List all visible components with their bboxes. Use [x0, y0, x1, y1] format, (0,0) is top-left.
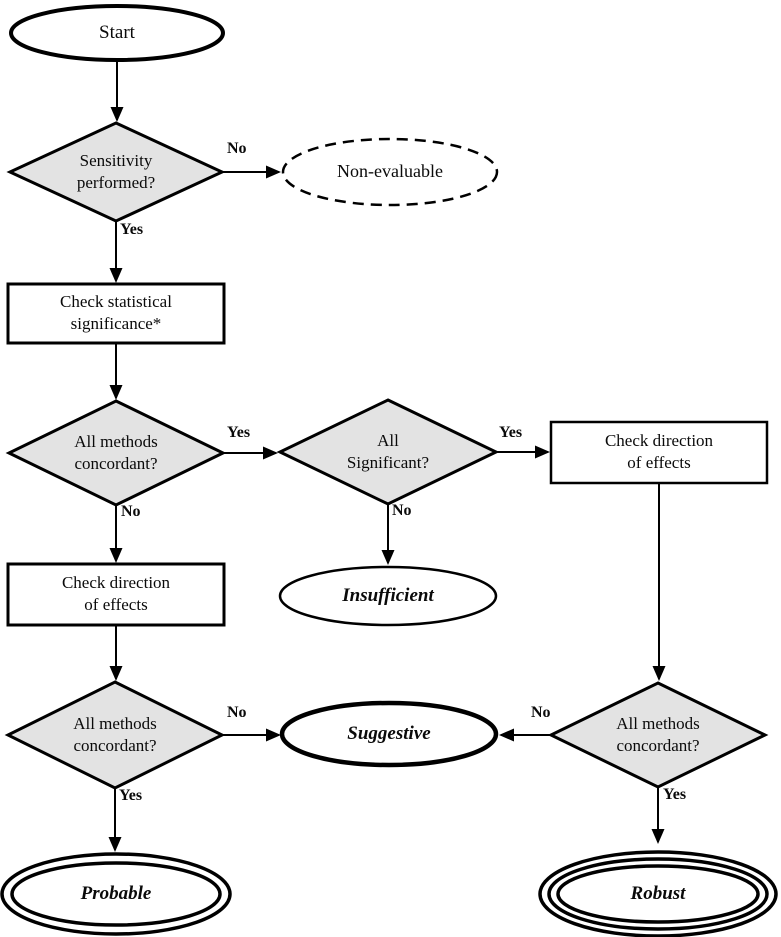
concordant-bottom-right-decision-shape	[547, 681, 769, 789]
check-direction-right-process-shape	[549, 420, 769, 485]
suggestive-outcome-shape	[279, 700, 499, 768]
flow-arrows	[108, 61, 666, 852]
check-direction-left-process-shape	[6, 562, 226, 627]
probable-double-ellipse-shape	[0, 852, 232, 936]
non-evaluable-shape	[281, 137, 499, 207]
concordant-bottom-left-decision-shape	[4, 680, 226, 790]
insufficient-outcome-shape	[278, 565, 498, 627]
concordant-top-decision-shape	[5, 399, 227, 507]
start-terminator-shape	[9, 4, 225, 62]
all-significant-decision-shape	[276, 398, 500, 506]
sensitivity-decision-shape	[6, 121, 226, 223]
robust-triple-ellipse-shape	[538, 850, 778, 937]
check-significance-process-shape	[6, 282, 226, 345]
